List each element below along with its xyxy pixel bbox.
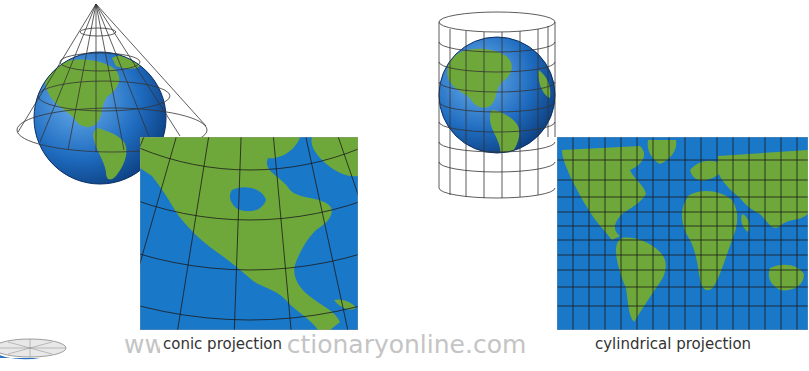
azimuthal-icon [0,339,66,359]
cone-wireframe [17,4,207,152]
projection-label: conic projection [160,334,285,354]
cylindrical-map [557,137,808,330]
projection-label: cylindrical projection [592,334,754,354]
cylinder-wireframe [439,12,555,198]
conic-map [140,137,358,330]
